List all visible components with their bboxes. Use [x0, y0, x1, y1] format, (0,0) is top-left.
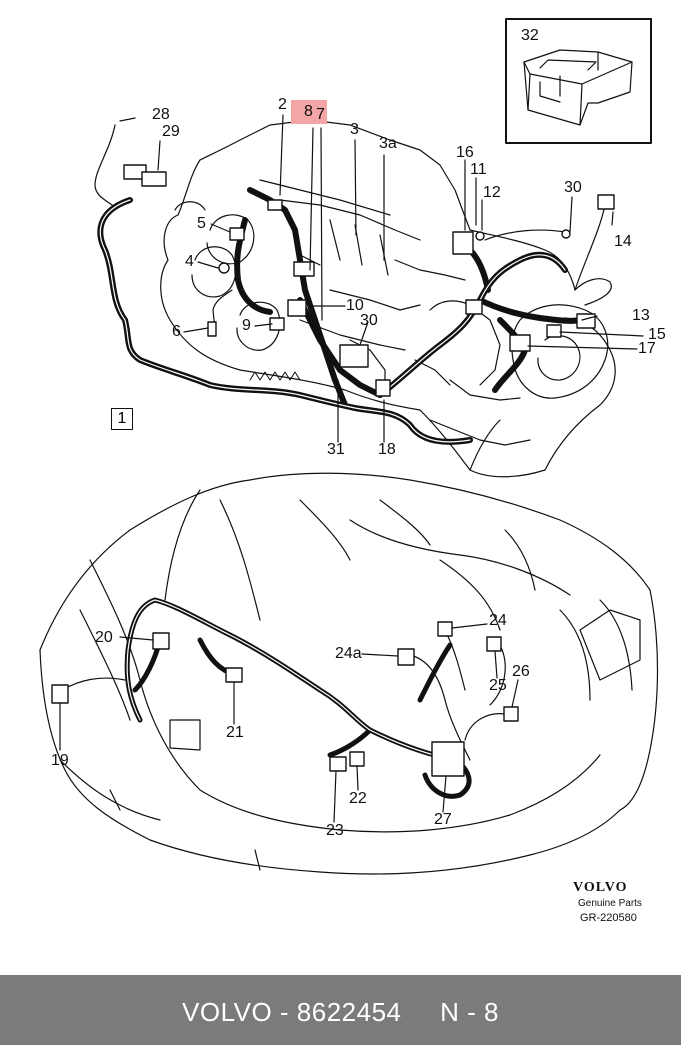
car-connectors: [51, 621, 519, 777]
car-body-drawing: [39, 472, 659, 875]
callout-10: 10: [346, 297, 364, 314]
callout-6: 6: [172, 323, 181, 340]
callout-5: 5: [197, 215, 206, 232]
callout-21: 21: [226, 724, 244, 741]
callout-13: 13: [632, 307, 650, 324]
callout-30-top: 30: [564, 179, 582, 196]
callout-29: 29: [162, 123, 180, 140]
callout-28: 28: [152, 106, 170, 123]
callout-23: 23: [326, 822, 344, 839]
callout-32: 32: [521, 27, 539, 44]
highlight-part-8: [291, 100, 327, 124]
volvo-logo: VOLVO: [573, 880, 628, 895]
callout-7: 7: [316, 106, 325, 123]
callout-17: 17: [638, 340, 656, 357]
callout-19: 19: [51, 752, 69, 769]
callout-3a: 3a: [379, 135, 397, 152]
callout-25: 25: [489, 677, 507, 694]
callout-3: 3: [350, 121, 359, 138]
callout-12: 12: [483, 184, 501, 201]
callout-20: 20: [95, 629, 113, 646]
footer-bar: VOLVO - 8622454 N - 8: [0, 975, 681, 1045]
callout-14: 14: [614, 233, 632, 250]
callout-27: 27: [434, 811, 452, 828]
part-number-footer: VOLVO - 8622454 N - 8: [182, 997, 499, 1027]
engine-drawing: [160, 119, 616, 478]
car-harness: [124, 597, 472, 799]
callout-31: 31: [327, 441, 345, 458]
engine-connectors: [123, 164, 615, 397]
callout-4: 4: [185, 253, 194, 270]
callout-15: 15: [648, 326, 666, 343]
callout-24a: 24a: [335, 645, 362, 662]
wiring-harness-diagram: [39, 18, 659, 875]
callout-24: 24: [489, 612, 507, 629]
diagram-reference: GR-220580: [580, 912, 637, 924]
callout-9: 9: [242, 317, 251, 334]
genuine-parts-text: Genuine Parts: [578, 898, 642, 909]
callout-22: 22: [349, 790, 367, 807]
connector-32-drawing: [523, 49, 633, 126]
engine-harness: [97, 187, 583, 445]
callout-26: 26: [512, 663, 530, 680]
callout-11: 11: [470, 161, 487, 178]
callout-8: 8: [304, 103, 313, 120]
callout-30-mid: 30: [360, 312, 378, 329]
callout-16: 16: [456, 144, 474, 161]
callout-1-boxed: 1: [111, 408, 133, 430]
callout-2: 2: [278, 96, 287, 113]
callout-18: 18: [378, 441, 396, 458]
inset-frame: [505, 18, 652, 144]
